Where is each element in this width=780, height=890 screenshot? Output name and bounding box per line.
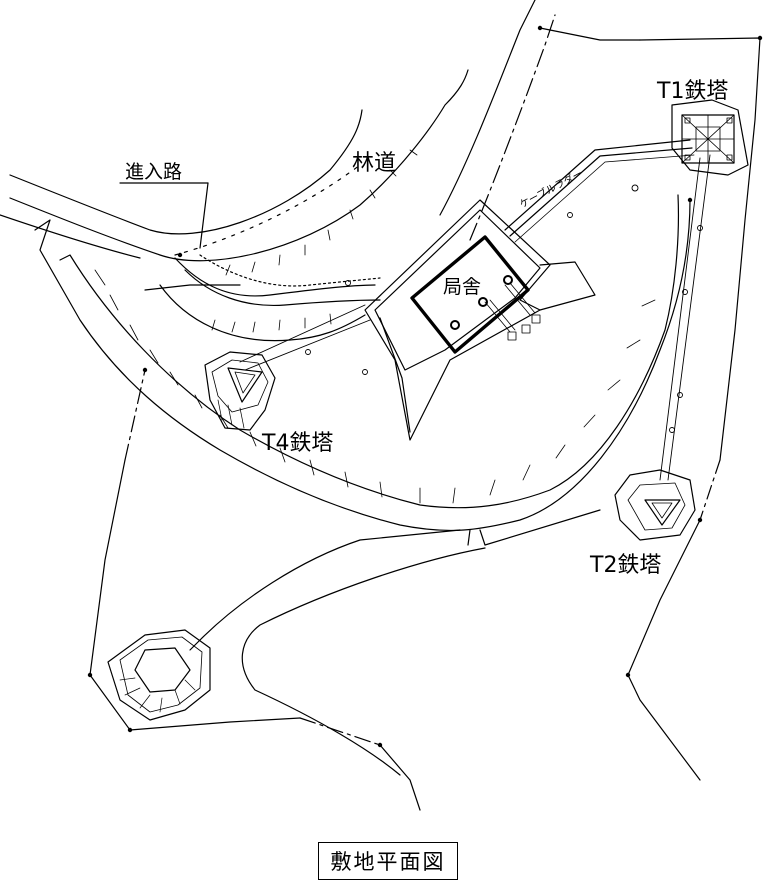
station-building [410, 235, 541, 354]
cable-ladder [504, 139, 695, 243]
access-road-label: 進入路 [125, 161, 182, 183]
boundary-markers [87, 25, 763, 748]
t1-tower-label: T1鉄塔 [656, 79, 728, 104]
t2-tower [614, 469, 696, 541]
t4-tower [204, 351, 276, 431]
forest-road-label: 林道 [352, 151, 396, 176]
t4-tower-label: T4鉄塔 [261, 431, 333, 456]
forest-road [0, 69, 469, 262]
t1-tower [671, 99, 749, 176]
access-road-leader [199, 182, 209, 249]
site-plan-svg: T1鉄塔 T2鉄塔 T4鉄塔 局舎 林道 進入路 ケーブルラダー [0, 0, 763, 811]
station-pad [364, 199, 596, 441]
t2-tower-label: T2鉄塔 [589, 553, 661, 578]
access-road [144, 254, 381, 342]
drawing-caption: 敷地平面図 [318, 842, 458, 880]
site-loop-road [34, 194, 691, 776]
survey-points [305, 184, 703, 433]
property-boundary [89, 37, 761, 811]
southwest-pad [107, 629, 211, 721]
station-label: 局舎 [443, 276, 481, 298]
north-road [439, 0, 641, 241]
